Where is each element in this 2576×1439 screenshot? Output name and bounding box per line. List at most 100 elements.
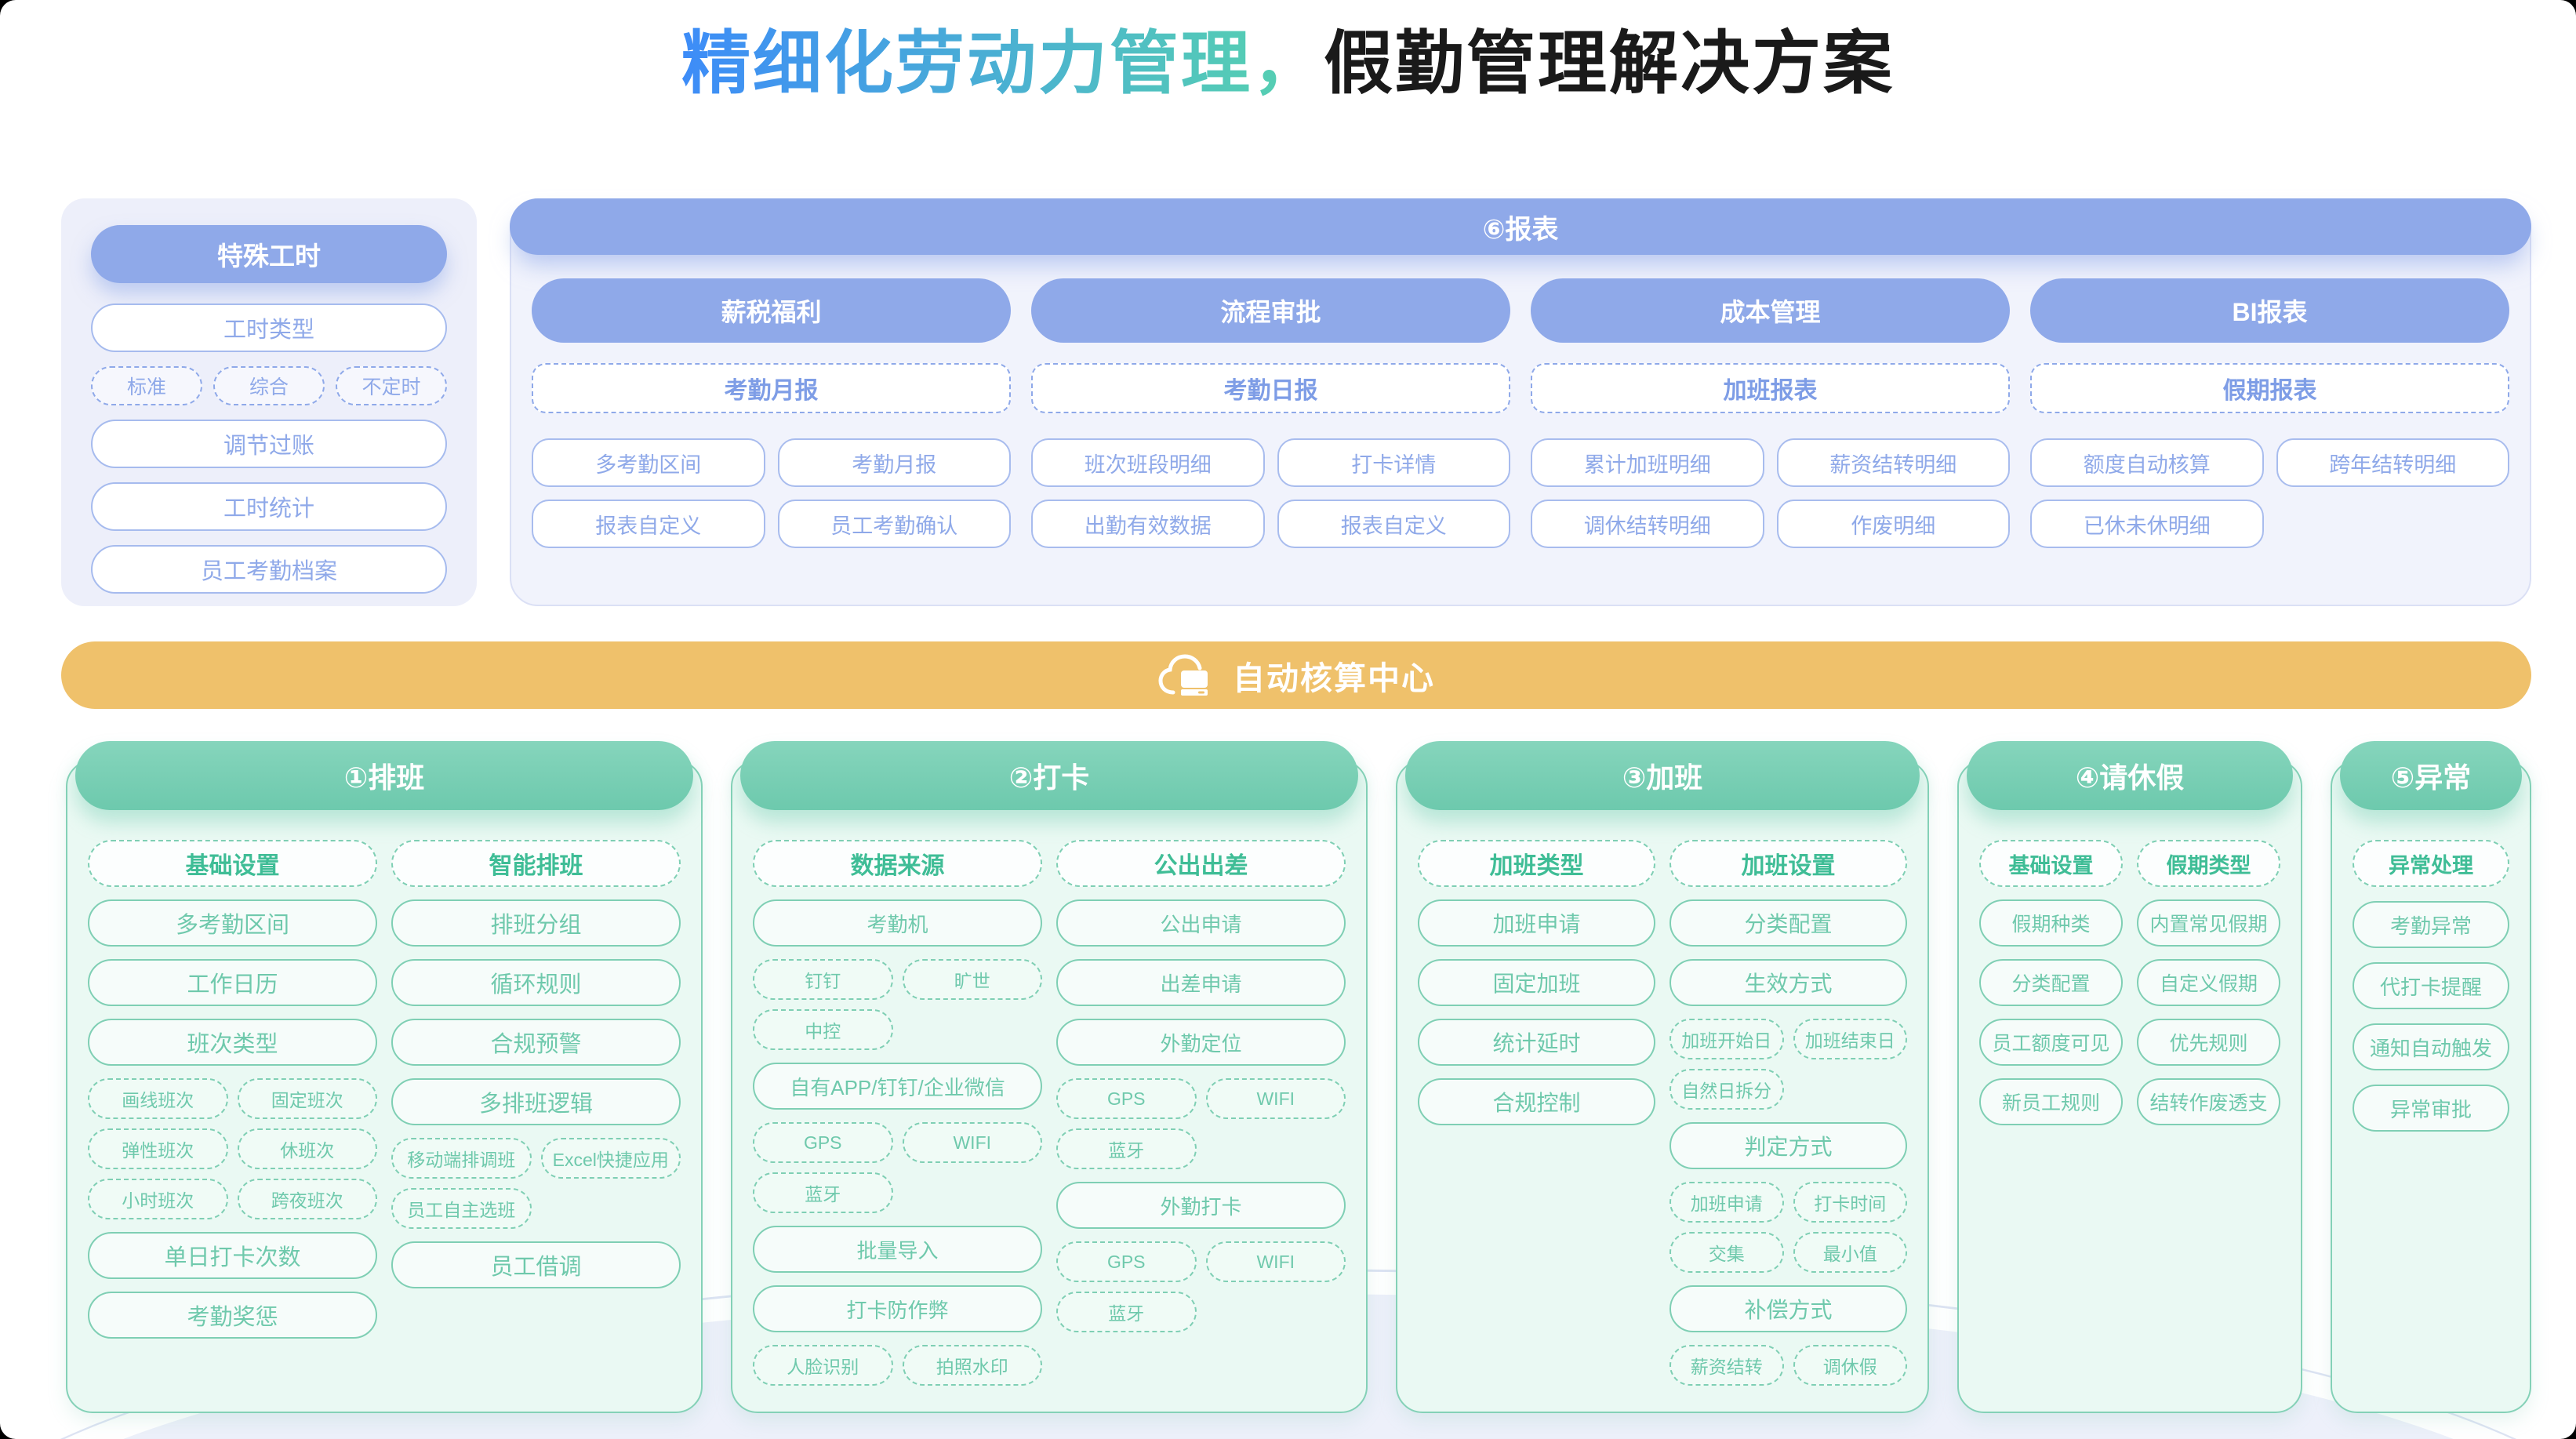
feature-chip: 弹性班次: [88, 1128, 228, 1169]
report-item-pill: 薪资结转明细: [1776, 438, 2010, 487]
feature-chip: 休班次: [237, 1128, 377, 1169]
section-head-pill: 基础设置: [88, 840, 377, 887]
report-column-bi: BI报表 假期报表 额度自动核算 跨年结转明细 已休未休明细: [2030, 278, 2509, 548]
report-item-pill: 累计加班明细: [1531, 438, 1764, 487]
feature-pill: 补偿方式: [1669, 1285, 1907, 1332]
feature-panels-row: ①排班 基础设置 多考勤区间 工作日历 班次类型 画线班次 固定班次 弹性班次 …: [66, 741, 2531, 1413]
report-column-header: BI报表: [2030, 278, 2509, 343]
feature-pill: 假期种类: [1979, 899, 2123, 947]
feature-pill: 打卡防作弊: [753, 1285, 1042, 1332]
feature-chip: 加班结束日: [1793, 1019, 1907, 1059]
feature-chip: 小时班次: [88, 1179, 228, 1219]
panel-abnormal: ⑤异常 异常处理 考勤异常 代打卡提醒 通知自动触发 异常审批: [2331, 741, 2531, 1413]
feature-chips: 加班开始日 加班结束日 自然日拆分: [1669, 1019, 1907, 1110]
feature-pill: 生效方式: [1669, 959, 1907, 1006]
feature-pill: 判定方式: [1669, 1122, 1907, 1169]
feature-pill: 班次类型: [88, 1019, 377, 1066]
feature-pill: 分类配置: [1669, 899, 1907, 947]
feature-chips: GPS WIFI 蓝牙: [1056, 1078, 1346, 1169]
reports-grid: 薪税福利 考勤月报 多考勤区间 考勤月报 报表自定义 员工考勤确认 流程审批 考…: [532, 278, 2509, 548]
feature-pill: 单日打卡次数: [88, 1232, 377, 1279]
special-hours-chip: 综合: [213, 366, 325, 405]
special-hours-item: 工时统计: [91, 482, 447, 531]
feature-pill: 外勤打卡: [1056, 1182, 1346, 1229]
panel-scheduling: ①排班 基础设置 多考勤区间 工作日历 班次类型 画线班次 固定班次 弹性班次 …: [66, 741, 703, 1413]
leave-col-types: 假期类型 内置常见假期 自定义假期 优先规则 结转作废透支: [2137, 840, 2280, 1125]
abnormal-col: 异常处理 考勤异常 代打卡提醒 通知自动触发 异常审批: [2353, 840, 2509, 1132]
report-item-pill: 打卡详情: [1277, 438, 1510, 487]
report-feature-pill: 加班报表: [1531, 363, 2010, 413]
report-item-pill: 班次班段明细: [1031, 438, 1265, 487]
report-item-pill: 多考勤区间: [532, 438, 765, 487]
feature-pill: 代打卡提醒: [2353, 962, 2509, 1009]
reports-panel: ⑥报表 薪税福利 考勤月报 多考勤区间 考勤月报 报表自定义 员工考勤确认 流程…: [510, 198, 2531, 606]
feature-chips: GPS WIFI 蓝牙: [753, 1122, 1042, 1213]
report-item-pill: 出勤有效数据: [1031, 500, 1265, 548]
feature-chip: 跨夜班次: [237, 1179, 377, 1219]
feature-chip: 薪资结转: [1669, 1345, 1784, 1386]
panel-leave-header: ④请休假: [1967, 741, 2293, 810]
feature-chip: 调休假: [1793, 1345, 1907, 1386]
report-item-pill: 报表自定义: [532, 500, 765, 548]
report-item-pill: 额度自动核算: [2030, 438, 2264, 487]
feature-chip: 交集: [1669, 1232, 1784, 1273]
feature-chip: 蓝牙: [753, 1172, 893, 1213]
feature-chip: 画线班次: [88, 1078, 228, 1119]
section-head-pill: 智能排班: [391, 840, 681, 887]
feature-chip: 最小值: [1793, 1232, 1907, 1273]
feature-pill: 批量导入: [753, 1226, 1042, 1273]
special-hours-panel: 特殊工时 工时类型 标准 综合 不定时 调节过账 工时统计 员工考勤档案: [61, 198, 477, 606]
report-feature-pill: 考勤月报: [532, 363, 1011, 413]
feature-pill: 排班分组: [391, 899, 681, 947]
report-column-header: 成本管理: [1531, 278, 2010, 343]
report-items: 多考勤区间 考勤月报 报表自定义 员工考勤确认: [532, 438, 1011, 548]
feature-pill: 出差申请: [1056, 959, 1346, 1006]
feature-pill: 自有APP/钉钉/企业微信: [753, 1063, 1042, 1110]
feature-pill: 结转作废透支: [2137, 1078, 2280, 1125]
page-title-rest: 假勤管理解决方案: [1324, 24, 1895, 102]
report-item-pill: 作废明细: [1776, 500, 2010, 548]
feature-chip: 自然日拆分: [1669, 1069, 1784, 1110]
panel-overtime: ③加班 加班类型 加班申请 固定加班 统计延时 合规控制 加班设置 分类配置 生…: [1396, 741, 1929, 1413]
section-head-pill: 加班设置: [1669, 840, 1907, 887]
report-feature-pill: 假期报表: [2030, 363, 2509, 413]
feature-pill: 多考勤区间: [88, 899, 377, 947]
panel-clockin-header: ②打卡: [740, 741, 1358, 810]
page-title: 精细化劳动力管理，假勤管理解决方案: [0, 8, 2576, 107]
report-item-pill: 跨年结转明细: [2276, 438, 2509, 487]
reports-header: ⑥报表: [510, 198, 2531, 255]
report-column-header: 流程审批: [1031, 278, 1510, 343]
feature-pill: 多排班逻辑: [391, 1078, 681, 1125]
report-items: 班次班段明细 打卡详情 出勤有效数据 报表自定义: [1031, 438, 1510, 548]
feature-chip: 拍照水印: [902, 1345, 1042, 1386]
feature-pill: 合规控制: [1418, 1078, 1655, 1125]
report-column-payroll: 薪税福利 考勤月报 多考勤区间 考勤月报 报表自定义 员工考勤确认: [532, 278, 1011, 548]
clockin-col-trips: 公出出差 公出申请 出差申请 外勤定位 GPS WIFI 蓝牙 外勤打卡 GPS…: [1056, 840, 1346, 1386]
feature-pill: 统计延时: [1418, 1019, 1655, 1066]
section-head-pill: 基础设置: [1979, 840, 2123, 887]
special-hours-header: 特殊工时: [91, 225, 447, 283]
feature-pill: 循环规则: [391, 959, 681, 1006]
special-hours-item: 调节过账: [91, 420, 447, 468]
section-head-pill: 公出出差: [1056, 840, 1346, 887]
feature-pill: 合规预警: [391, 1019, 681, 1066]
feature-pill: 固定加班: [1418, 959, 1655, 1006]
feature-pill: 员工额度可见: [1979, 1019, 2123, 1066]
overtime-col-settings: 加班设置 分类配置 生效方式 加班开始日 加班结束日 自然日拆分 判定方式 加班…: [1669, 840, 1907, 1386]
feature-chip: 固定班次: [237, 1078, 377, 1119]
feature-chip: 钉钉: [753, 959, 893, 1000]
feature-chip: 加班开始日: [1669, 1019, 1784, 1059]
report-column-workflow: 流程审批 考勤日报 班次班段明细 打卡详情 出勤有效数据 报表自定义: [1031, 278, 1510, 548]
report-feature-pill: 考勤日报: [1031, 363, 1510, 413]
panel-abnormal-header: ⑤异常: [2340, 741, 2522, 810]
section-head-pill: 假期类型: [2137, 840, 2280, 887]
report-item-pill: 员工考勤确认: [777, 500, 1011, 548]
feature-pill: 分类配置: [1979, 959, 2123, 1006]
feature-chip: 中控: [753, 1009, 893, 1050]
feature-chips: GPS WIFI 蓝牙: [1056, 1241, 1346, 1332]
feature-chip: 蓝牙: [1056, 1128, 1197, 1169]
special-hours-item: 工时类型: [91, 303, 447, 352]
report-column-header: 薪税福利: [532, 278, 1011, 343]
section-head-pill: 异常处理: [2353, 840, 2509, 887]
